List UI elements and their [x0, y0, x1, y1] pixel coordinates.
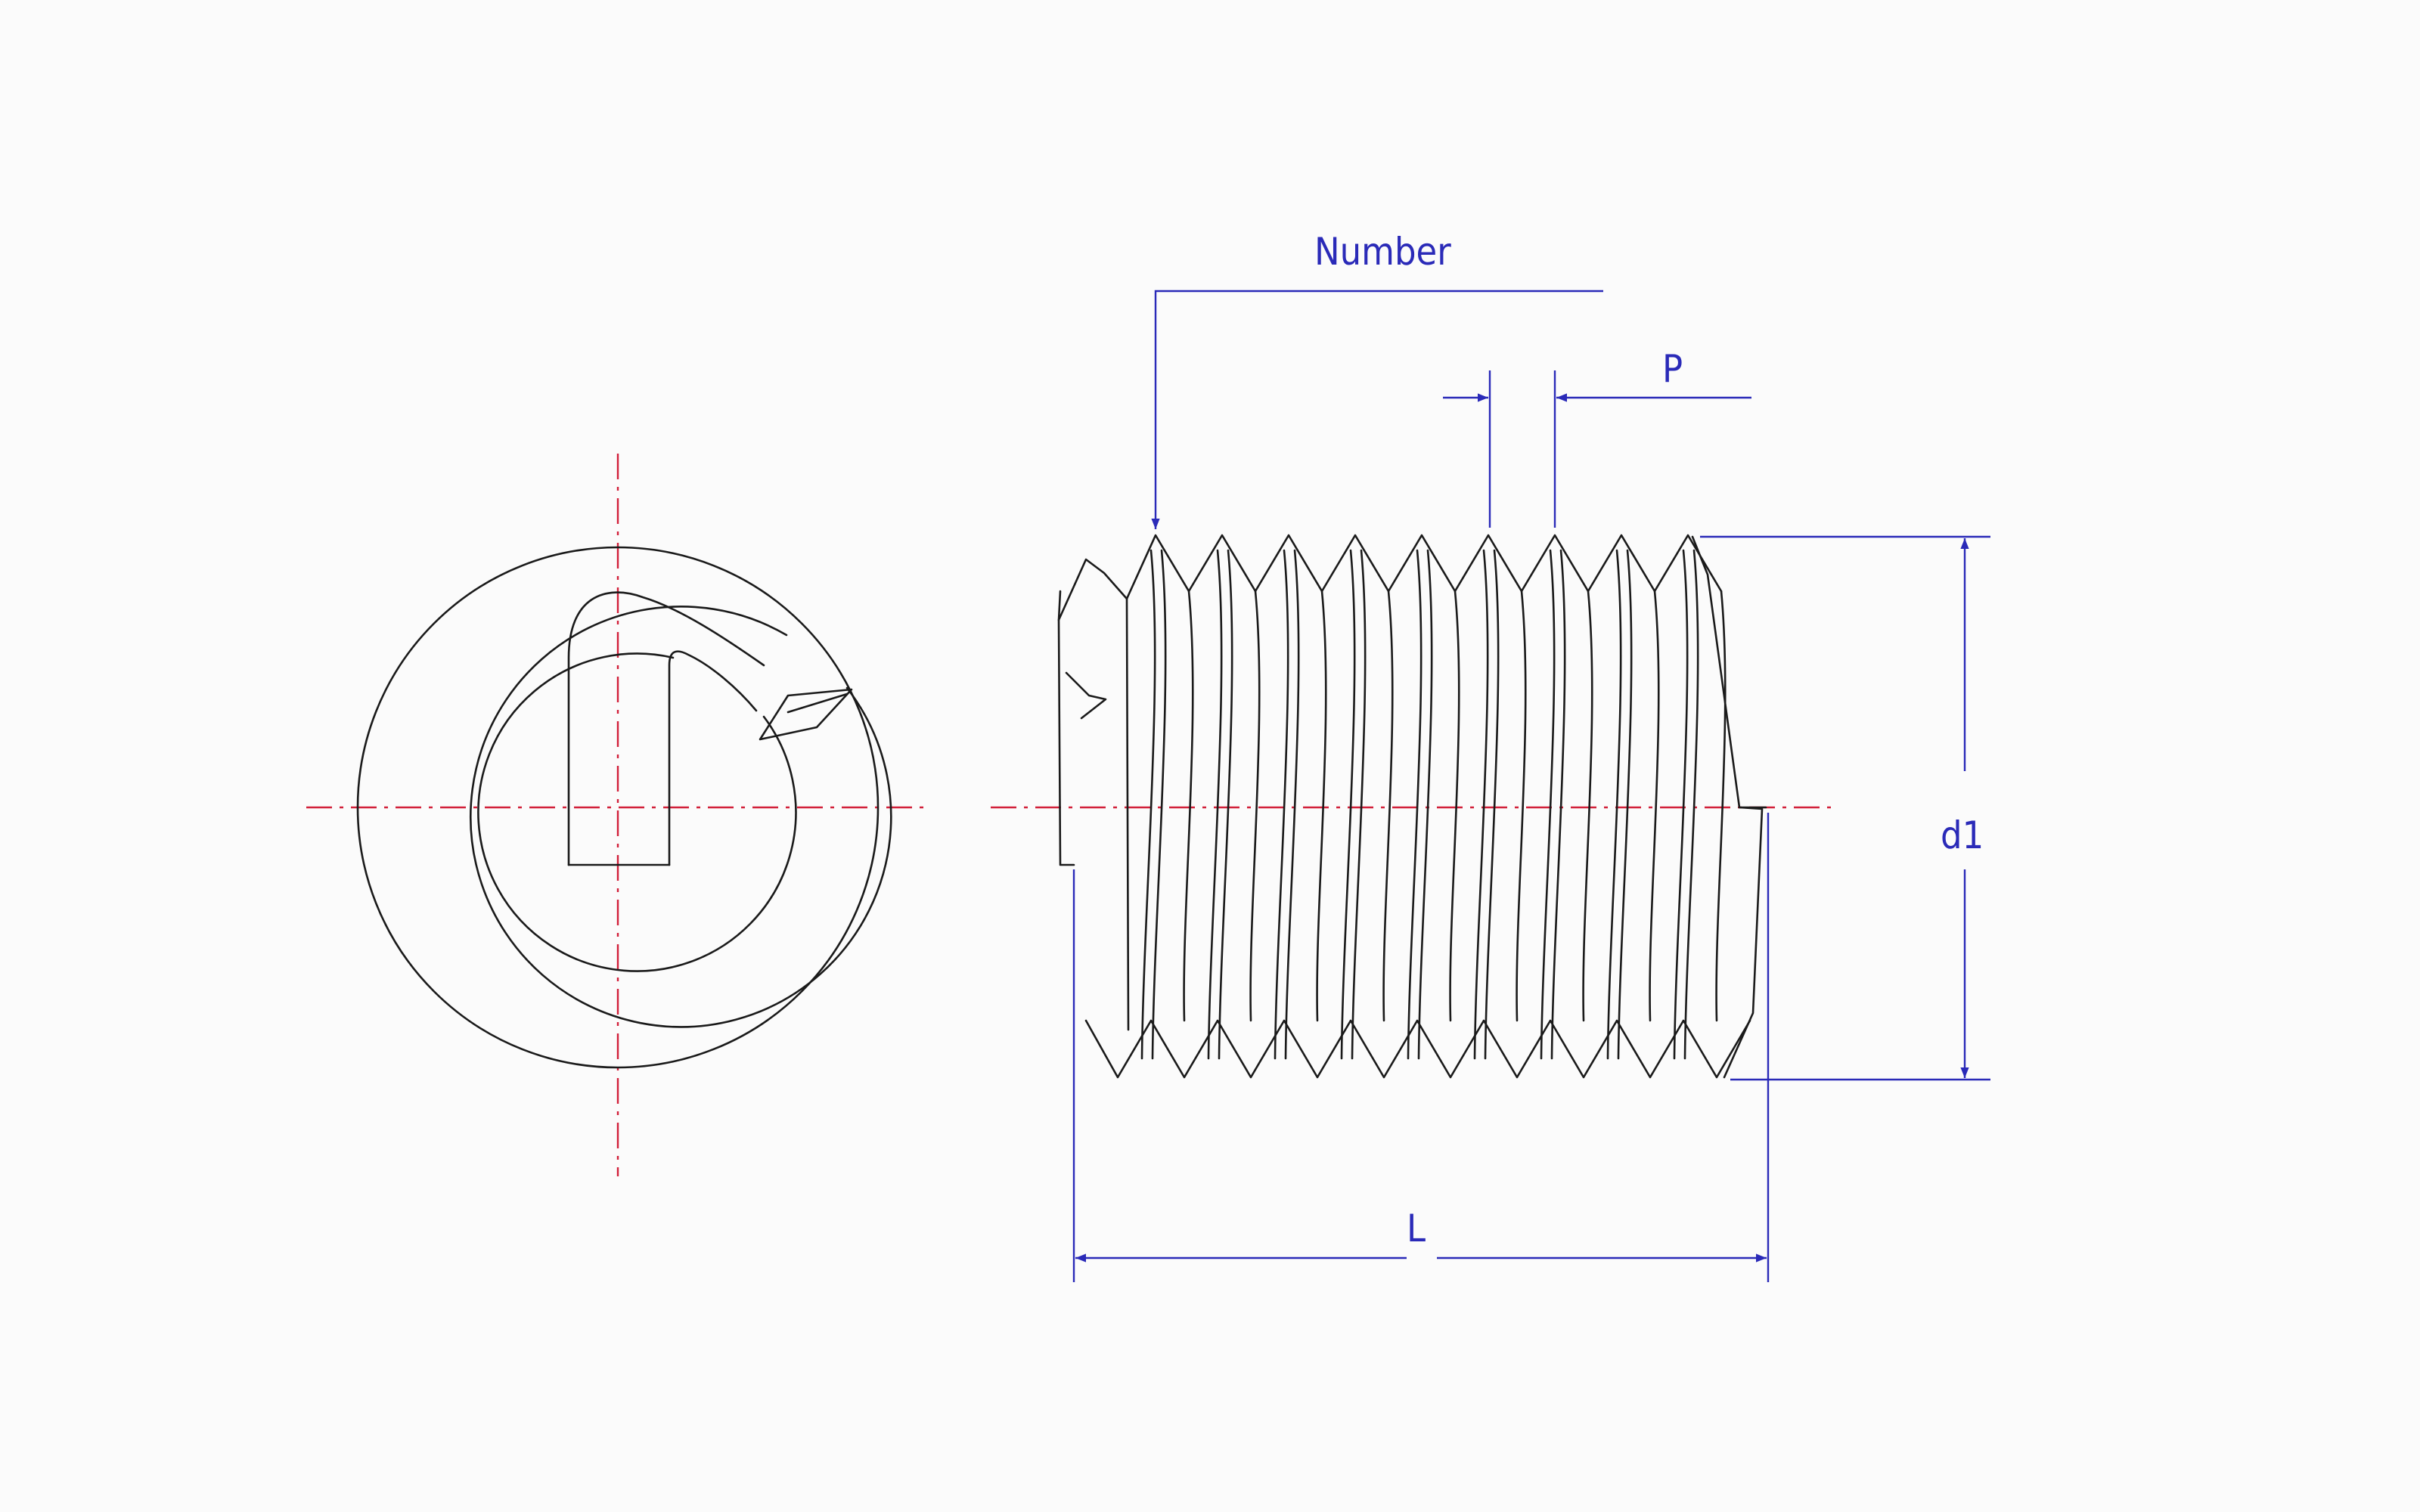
thread-root-line — [1249, 590, 1261, 1022]
side-view — [991, 534, 1836, 1079]
thread-teeth — [1084, 534, 1751, 1079]
end-view — [306, 454, 929, 1176]
thread-top-profile — [1125, 534, 1723, 600]
coil-end-notch — [759, 688, 853, 741]
thread-flank-line — [1207, 549, 1223, 1060]
number-label: Number — [1314, 230, 1451, 274]
thread-bottom-profile — [1084, 1019, 1751, 1079]
outer-coil-circle — [356, 546, 880, 1069]
thread-flank-line — [1218, 549, 1233, 1060]
inner-coil-arc — [477, 652, 797, 972]
thread-root-line — [1183, 590, 1194, 1022]
thread-root-line — [1649, 590, 1660, 1022]
diameter-label: d1 — [1941, 813, 1984, 857]
thread-root-line — [1382, 590, 1394, 1022]
left-end-cut-edge — [1065, 671, 1107, 720]
thread-flank-line — [1151, 549, 1167, 1060]
coil-end-notch-line — [786, 692, 849, 714]
thread-flank-line — [1140, 549, 1156, 1060]
length-label: L — [1407, 1207, 1426, 1250]
thread-root-line — [1316, 590, 1327, 1022]
thread-flank-line — [1274, 549, 1289, 1060]
thread-root-line — [1516, 590, 1527, 1022]
dimension-diameter: d1 — [1700, 535, 1990, 1081]
thread-flank-line — [1284, 549, 1300, 1060]
thread-flank-line — [1407, 549, 1423, 1060]
thread-flank-line — [1417, 549, 1433, 1060]
thread-root-line — [1582, 590, 1593, 1022]
left-end-first-crest — [1057, 558, 1130, 1031]
left-end-contour — [1057, 590, 1075, 866]
thread-flank-line — [1606, 549, 1622, 1060]
tang-inner-edge — [668, 650, 758, 866]
pitch-label: P — [1662, 347, 1683, 391]
number-leader-arrow — [1151, 290, 1603, 529]
thread-flank-line — [1617, 549, 1633, 1060]
thread-root-line — [1449, 590, 1460, 1022]
middle-coil-arc — [470, 606, 892, 1028]
dimension-number: Number — [1151, 230, 1603, 529]
dimension-length: L — [1072, 813, 1770, 1282]
thread-flank-line — [1473, 549, 1489, 1060]
thread-flank-line — [1340, 549, 1356, 1060]
tang-outer-edge — [567, 591, 765, 866]
thread-flank-line — [1550, 549, 1566, 1060]
thread-flank-line — [1683, 549, 1699, 1060]
thread-flank-line — [1540, 549, 1556, 1060]
dimension-pitch: P — [1443, 347, 1751, 528]
thread-flank-line — [1484, 549, 1500, 1060]
thread-flank-line — [1673, 549, 1689, 1060]
thread-flank-line — [1351, 549, 1367, 1060]
thread-root-line — [1715, 590, 1727, 1022]
